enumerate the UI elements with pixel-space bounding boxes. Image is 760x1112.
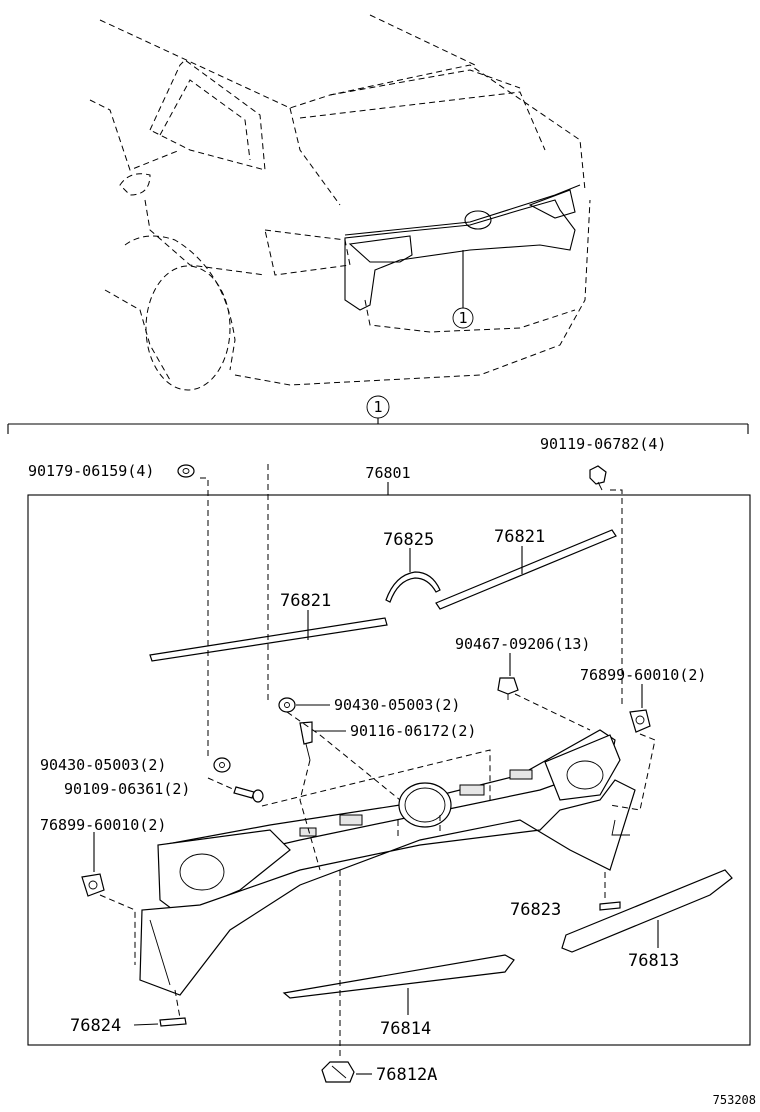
part-90430-lower-washer — [213, 757, 231, 773]
label-90430-05003-lower: 90430-05003(2) — [40, 756, 166, 774]
part-90109-bolt — [233, 786, 264, 803]
label-76899-60010-left: 76899-60010(2) — [40, 816, 166, 834]
label-76821-right: 76821 — [494, 527, 545, 547]
label-90116-06172: 90116-06172(2) — [350, 722, 476, 740]
assembly-marker: 1 — [373, 398, 382, 416]
part-garnish-body — [139, 729, 636, 996]
vehicle-rear-view — [89, 14, 591, 391]
part-90430-upper-washer — [278, 697, 296, 713]
label-90430-05003-upper: 90430-05003(2) — [334, 696, 460, 714]
label-76821-left: 76821 — [280, 591, 331, 611]
callout-marker-circle — [452, 307, 474, 329]
part-76825-moulding — [385, 571, 441, 603]
part-76813-moulding — [561, 869, 733, 953]
reference-number: 753208 — [713, 1093, 756, 1107]
assembly-leader-lines — [99, 464, 656, 1060]
part-90116-screw — [299, 721, 313, 761]
label-90109-06361: 90109-06361(2) — [64, 780, 190, 798]
part-90179-nut — [177, 464, 195, 478]
label-76812A: 76812A — [376, 1065, 437, 1085]
label-90119-06782: 90119-06782(4) — [540, 435, 666, 453]
label-76824: 76824 — [70, 1016, 121, 1036]
part-76824-pad — [159, 1017, 187, 1027]
label-90467-09206: 90467-09206(13) — [455, 635, 590, 653]
label-90179-06159: 90179-06159(4) — [28, 462, 154, 480]
label-76814: 76814 — [380, 1019, 431, 1039]
part-90467-clip — [497, 677, 519, 700]
label-76813: 76813 — [628, 951, 679, 971]
callout-marker: 1 — [458, 309, 467, 327]
part-76821-right-strip — [435, 529, 617, 610]
part-76814-moulding — [282, 954, 515, 999]
label-76899-60010-right: 76899-60010(2) — [580, 666, 706, 684]
assembly-bracket — [7, 418, 749, 434]
part-76812A-clip — [321, 1061, 355, 1083]
part-76899-right-grommet — [629, 709, 651, 733]
assembly-marker-circle — [366, 395, 390, 419]
part-76823-strip — [599, 901, 621, 911]
part-76899-left-grommet — [81, 873, 105, 897]
label-76825: 76825 — [383, 530, 434, 550]
part-90119-bolt — [589, 465, 607, 491]
label-76801: 76801 — [365, 464, 410, 482]
label-76823: 76823 — [510, 900, 561, 920]
assembly-frame — [27, 494, 751, 1046]
